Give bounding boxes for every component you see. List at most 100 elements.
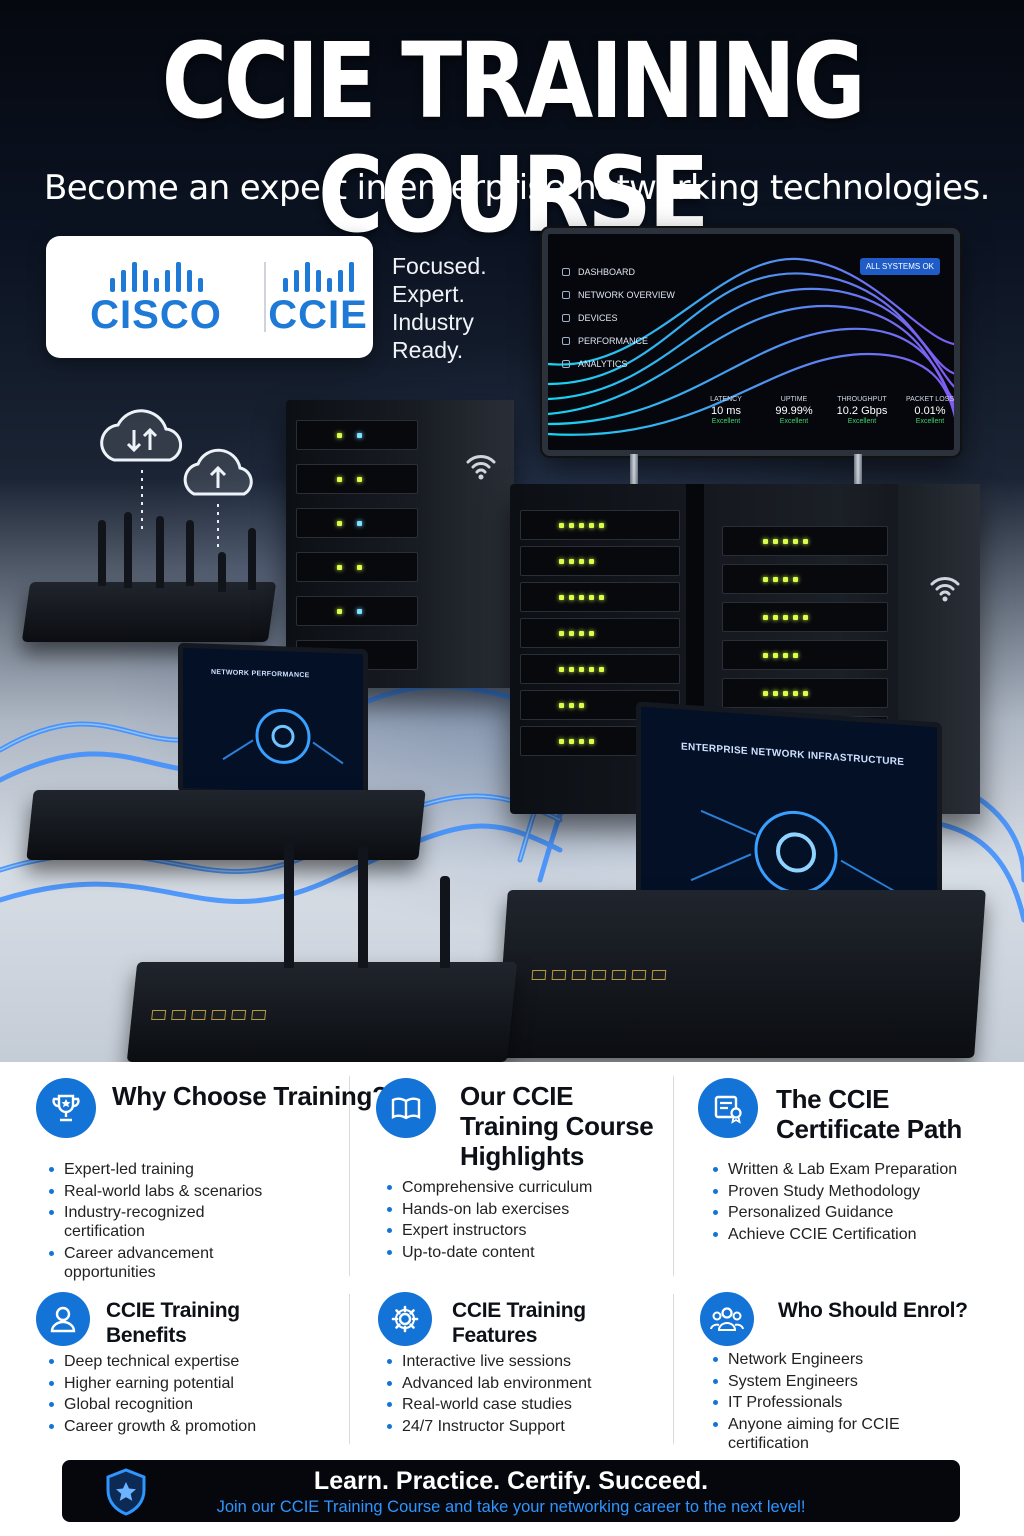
footer-cta: Join our CCIE Training Course and take y…: [216, 1498, 806, 1516]
list-item: 24/7 Instructor Support: [384, 1417, 664, 1436]
tagline-line: Focused.: [392, 253, 487, 279]
list-features: Interactive live sessions Advanced lab e…: [384, 1352, 664, 1438]
list-item: Anyone aiming for CCIE certification: [710, 1415, 920, 1453]
shield-icon: [106, 1468, 146, 1516]
list-item: IT Professionals: [710, 1393, 950, 1412]
list-item: Hands-on lab exercises: [384, 1200, 664, 1219]
router-antenna: [284, 836, 294, 968]
list-why: Expert-led training Real-world labs & sc…: [46, 1160, 336, 1284]
ccie-bars-icon: [268, 262, 368, 292]
cloud-upload-icon: [183, 448, 253, 552]
list-path: Written & Lab Exam Preparation Proven St…: [710, 1160, 1010, 1246]
monitor-stand: [854, 454, 862, 498]
laptop-caption: ENTERPRISE NETWORK INFRASTRUCTURE: [681, 741, 905, 769]
divider: [349, 1294, 350, 1444]
router-left: [21, 582, 277, 642]
list-benefits: Deep technical expertise Higher earning …: [46, 1352, 336, 1438]
performance-icon: [562, 336, 570, 345]
gear-icon: [378, 1292, 432, 1346]
divider: [349, 1076, 350, 1276]
trophy-icon: [36, 1078, 96, 1138]
list-item: Deep technical expertise: [46, 1352, 336, 1371]
list-item: Written & Lab Exam Preparation: [710, 1160, 1010, 1179]
wifi-icon: [466, 455, 496, 480]
router-antenna: [440, 876, 450, 968]
monitor-stand: [630, 454, 638, 498]
list-item: Industry-recognized certification: [46, 1203, 256, 1241]
ccie-wordmark: CCIE: [268, 293, 368, 337]
section-title-features: CCIE Training Features: [452, 1299, 586, 1347]
cisco-wordmark: CISCO: [90, 293, 222, 337]
group-icon: [700, 1292, 754, 1346]
tagline-line: Expert.: [392, 281, 465, 307]
switch-right: [496, 890, 986, 1058]
list-item: Personalized Guidance: [710, 1203, 1010, 1222]
list-item: Career advancement opportunities: [46, 1244, 266, 1282]
list-item: Interactive live sessions: [384, 1352, 664, 1371]
traffic-waves-graphic: [548, 257, 954, 436]
list-item: Real-world labs & scenarios: [46, 1182, 336, 1201]
wifi-icon: [930, 577, 960, 602]
dashboard-nav-item[interactable]: ANALYTICS: [562, 352, 675, 375]
section-title-why: Why Choose Training?: [112, 1081, 388, 1111]
router-antenna: [218, 552, 226, 592]
list-item: Expert-led training: [46, 1160, 336, 1179]
certificate-icon: [698, 1078, 758, 1138]
list-item: Advanced lab environment: [384, 1374, 664, 1393]
page-subtitle: Become an expert in enterprise networkin…: [44, 168, 990, 208]
section-title-path: The CCIE Certificate Path: [776, 1084, 962, 1144]
list-item: Achieve CCIE Certification: [710, 1225, 1010, 1244]
section-title-highlights: Our CCIE Training Course Highlights: [460, 1081, 654, 1171]
list-item: Comprehensive curriculum: [384, 1178, 664, 1197]
cloud-download-icon: [100, 409, 183, 532]
list-enrol: Network Engineers System Engineers IT Pr…: [710, 1350, 950, 1455]
hero-section: CCIE TRAINING COURSE Become an expert in…: [0, 0, 1024, 1062]
footer-banner[interactable]: Learn. Practice. Certify. Succeed. Join …: [62, 1460, 960, 1522]
dashboard-nav-item[interactable]: DASHBOARD: [562, 260, 675, 283]
cisco-logo: CISCO: [70, 262, 242, 338]
dashboard-nav-item[interactable]: NETWORK OVERVIEW: [562, 283, 675, 306]
footer-headline: Learn. Practice. Certify. Succeed.: [313, 1467, 709, 1495]
dashboard-nav: DASHBOARD NETWORK OVERVIEW DEVICES PERFO…: [562, 260, 675, 375]
analytics-icon: [562, 359, 570, 368]
page-title: CCIE TRAINING COURSE: [161, 20, 866, 257]
tagline: Focused. Expert. Industry Ready.: [392, 252, 487, 364]
divider: [673, 1294, 674, 1444]
list-item: Career growth & promotion: [46, 1417, 336, 1436]
devices-icon: [562, 313, 570, 322]
laptop-screen-left: NETWORK PERFORMANCE: [178, 642, 368, 800]
tagline-line: Industry: [392, 309, 474, 335]
laptop-caption: NETWORK PERFORMANCE: [211, 668, 310, 680]
section-title-benefits: CCIE Training Benefits: [106, 1299, 240, 1347]
dashboard-icon: [562, 267, 570, 276]
server-rack-center: [286, 400, 514, 688]
list-item: Global recognition: [46, 1395, 336, 1414]
router-antenna: [186, 520, 194, 586]
list-item: System Engineers: [710, 1372, 950, 1391]
section-title-enrol: Who Should Enrol?: [778, 1299, 968, 1322]
router-front: [126, 962, 518, 1062]
user-icon: [36, 1292, 90, 1346]
ccie-logo: CCIE: [268, 262, 368, 338]
info-panel: [0, 1062, 1024, 1536]
list-item: Up-to-date content: [384, 1243, 664, 1262]
tagline-line: Ready.: [392, 337, 464, 363]
list-item: Real-world case studies: [384, 1395, 664, 1414]
gear-diagram-icon: [222, 708, 344, 765]
list-item: Network Engineers: [710, 1350, 950, 1369]
list-item: Proven Study Methodology: [710, 1182, 1010, 1201]
router-antenna: [98, 520, 106, 586]
divider: [673, 1076, 674, 1276]
dashboard-nav-item[interactable]: PERFORMANCE: [562, 329, 675, 352]
dashboard-nav-item[interactable]: DEVICES: [562, 306, 675, 329]
book-icon: [376, 1078, 436, 1138]
router-antenna: [248, 528, 256, 590]
dashboard-monitor: DASHBOARD NETWORK OVERVIEW DEVICES PERFO…: [542, 228, 960, 456]
status-badge: ALL SYSTEMS OK: [859, 258, 940, 275]
cisco-bars-icon: [70, 262, 242, 292]
